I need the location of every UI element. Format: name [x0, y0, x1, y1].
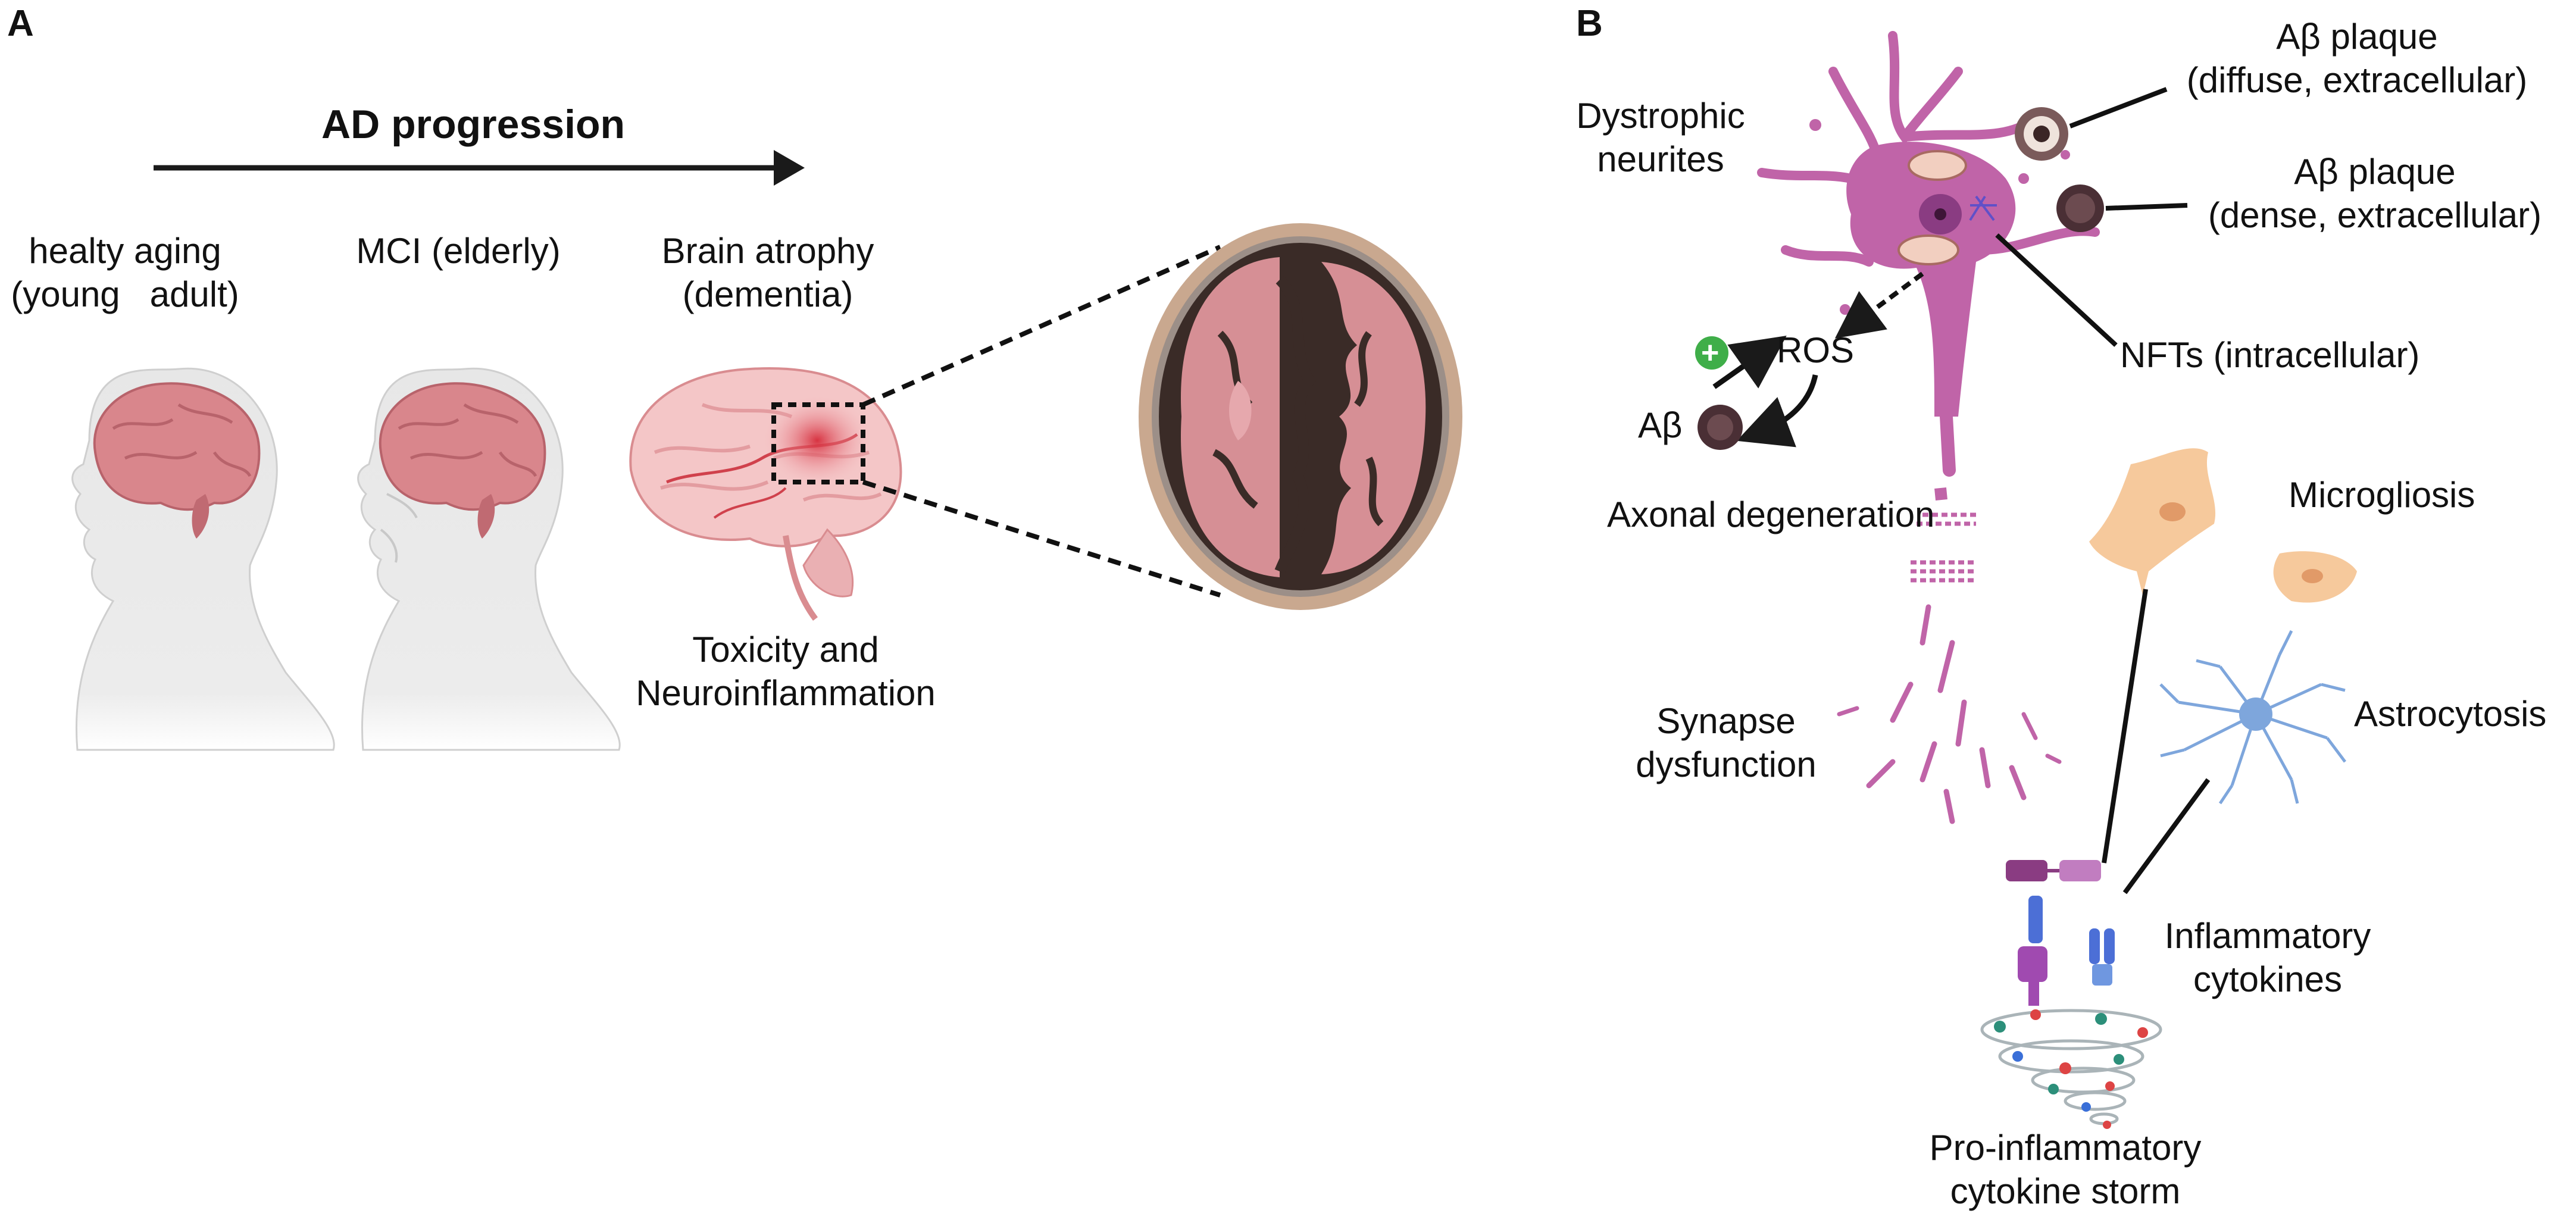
microglia-cell-icon [2089, 448, 2357, 603]
astrocyte-cell-icon [2159, 630, 2346, 805]
progression-title: AD progression [321, 102, 626, 147]
stage-young-label: healty aging (young adult) [11, 231, 239, 315]
plus-badge-label: + [1701, 336, 1720, 370]
progression-arrow [154, 150, 805, 186]
plaque-dense-label: Aβ plaque (dense, extracellular) [2208, 152, 2542, 236]
brain-scan-slice [1139, 223, 1462, 610]
receptor-complex-icon [2006, 860, 2115, 1006]
astrocytosis-label: Astrocytosis [2354, 694, 2547, 734]
panel-b-letter: B [1576, 3, 1603, 44]
microgliosis-label: Microgliosis [2289, 475, 2475, 515]
inflammatory-cytokines-label: Inflammatory cytokines [2164, 916, 2371, 1000]
stage-mci-label: MCI (elderly) [356, 231, 561, 271]
plus-badge-icon [1695, 336, 1728, 370]
axonal-degeneration-label: Axonal degeneration [1607, 495, 1935, 534]
young-head-illustration [71, 367, 335, 751]
neuron-illustration [1757, 31, 2100, 824]
abeta-aggregate-icon [1697, 405, 1743, 450]
young-brain-icon [93, 382, 261, 511]
dystrophic-neurites-label: Dystrophic neurites [1576, 96, 1745, 180]
panel-a-letter: A [7, 3, 34, 44]
diffuse-plaque-icon [2015, 107, 2068, 161]
plaque-diffuse-label: Aβ plaque (diffuse, extracellular) [2186, 17, 2528, 101]
zoom-box [771, 402, 865, 484]
abeta-label: Aβ [1638, 405, 1683, 445]
ros-label: ROS [1777, 330, 1855, 370]
elderly-head-illustration [357, 367, 621, 751]
cytokine-storm-label: Pro-inflammatory cytokine storm [1929, 1128, 2202, 1212]
cytokine-storm-icon [1980, 1009, 2162, 1129]
stage-atrophy-label: Brain atrophy (dementia) [661, 231, 874, 315]
atrophic-brain-illustration [629, 367, 902, 621]
nfts-label: NFTs (intracellular) [2120, 335, 2420, 375]
toxicity-label: Toxicity and Neuroinflammation [636, 630, 936, 714]
dense-plaque-icon [2056, 184, 2104, 232]
synapse-dysfunction-label: Synapse dysfunction [1636, 701, 1817, 785]
elderly-brain-icon [379, 382, 546, 511]
